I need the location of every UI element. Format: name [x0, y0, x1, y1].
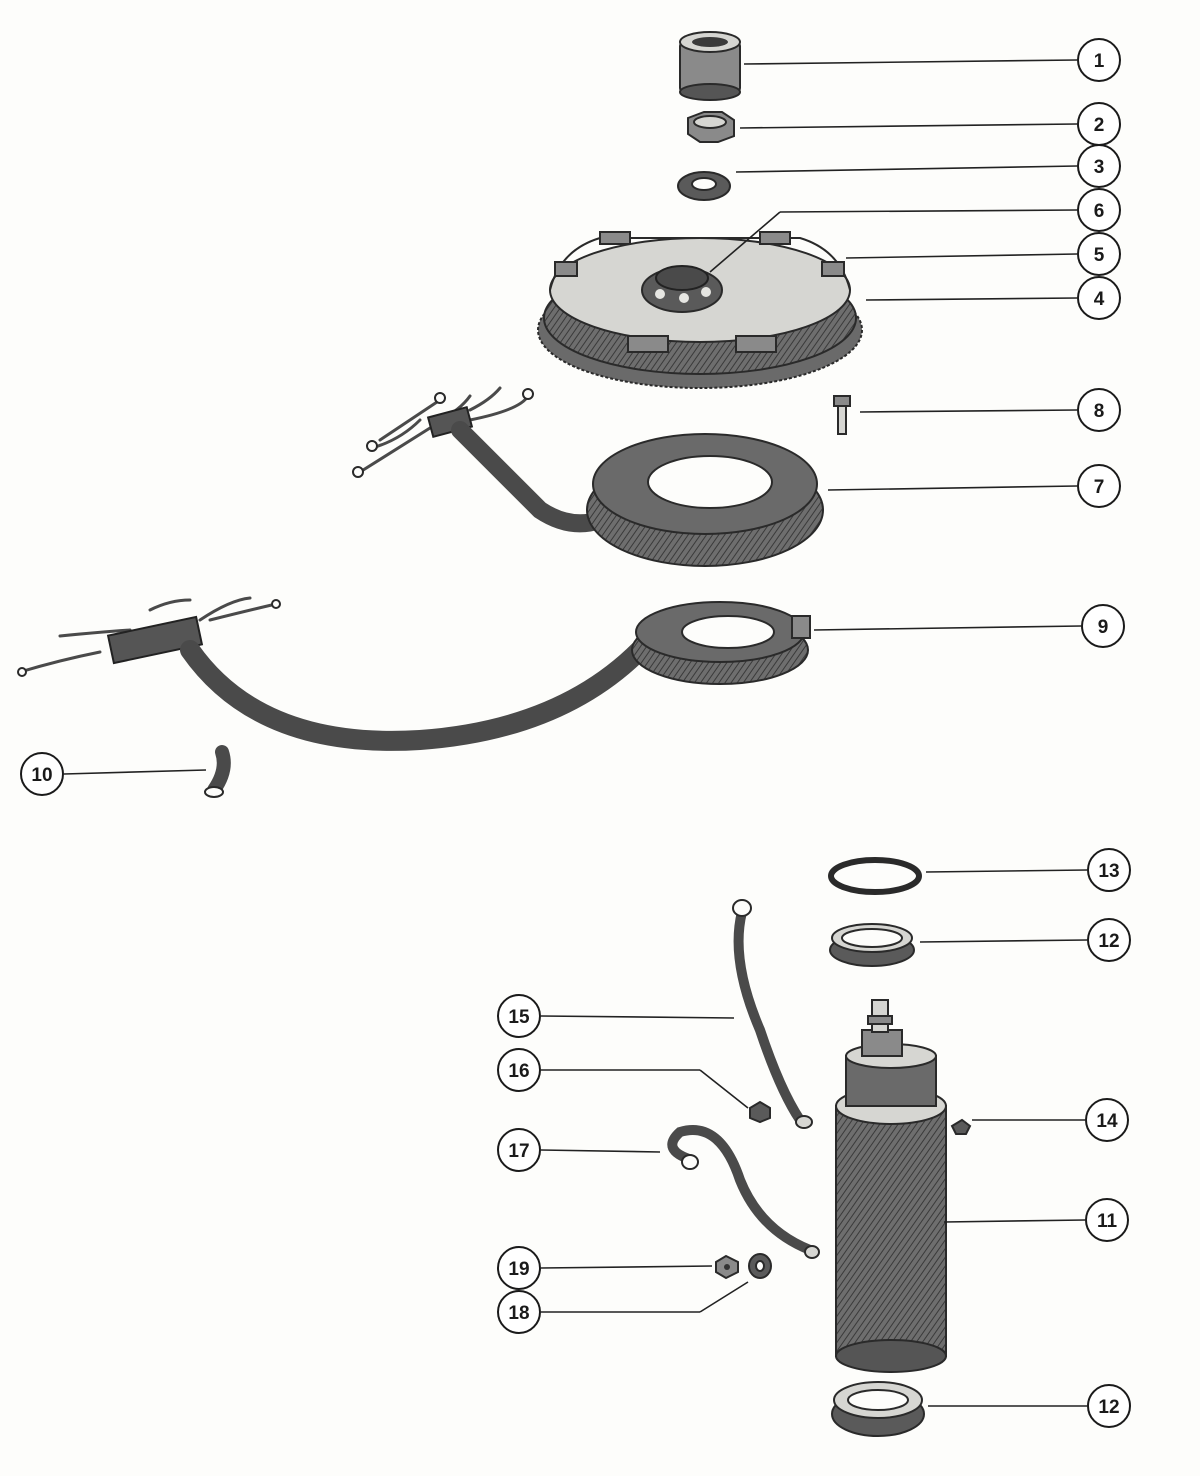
part-9-trigger — [17, 596, 811, 751]
part-7-stator — [352, 386, 824, 567]
part-13-o-ring — [828, 857, 922, 895]
part-6-hub — [641, 265, 723, 313]
part-17-cable — [667, 1125, 820, 1259]
callout-number: 18 — [508, 1303, 529, 1324]
part-15-cable — [732, 899, 813, 1129]
callout-7: 7 — [827, 464, 1121, 508]
callout-number: 5 — [1094, 245, 1105, 266]
callout-number: 15 — [508, 1007, 530, 1028]
callout-19: 19 — [497, 1246, 713, 1290]
part-12-end-cap-lower — [831, 1381, 925, 1437]
part-19-nut — [715, 1254, 739, 1280]
callout-number: 6 — [1094, 201, 1105, 222]
callout-number: 16 — [508, 1061, 529, 1082]
callout-number: 12 — [1098, 1397, 1119, 1418]
callout-number: 7 — [1094, 477, 1105, 498]
callout-9: 9 — [813, 604, 1125, 648]
callout-15: 15 — [497, 994, 735, 1038]
callout-8: 8 — [859, 388, 1121, 432]
callout-number: 13 — [1098, 861, 1119, 882]
callout-number: 11 — [1097, 1211, 1118, 1232]
callout-6: 6 — [709, 188, 1121, 273]
callout-2: 2 — [739, 102, 1121, 146]
callout-13: 13 — [925, 848, 1131, 892]
part-18-washer — [748, 1253, 772, 1279]
callout-number: 4 — [1094, 289, 1105, 310]
callout-number: 8 — [1094, 401, 1105, 422]
part-16-nut — [749, 1100, 771, 1124]
callout-3: 3 — [735, 144, 1121, 188]
callout-4: 4 — [865, 276, 1121, 320]
part-12-end-cap-upper — [829, 923, 915, 967]
callout-number: 12 — [1098, 931, 1119, 952]
callout-18: 18 — [497, 1281, 749, 1334]
callout-number: 10 — [31, 765, 52, 786]
callout-number: 14 — [1096, 1111, 1118, 1132]
callout-14: 14 — [972, 1098, 1129, 1142]
part-14-screw — [950, 1118, 972, 1135]
callout-number: 1 — [1094, 51, 1105, 72]
callout-12-upper: 12 — [919, 918, 1131, 962]
part-11-starter-motor — [835, 999, 947, 1373]
callout-number: 19 — [508, 1259, 529, 1280]
callout-number: 9 — [1098, 617, 1109, 638]
callout-number: 17 — [508, 1141, 529, 1162]
callout-17: 17 — [497, 1128, 661, 1172]
callout-number: 3 — [1094, 157, 1105, 178]
part-3-washer — [677, 171, 731, 201]
callout-16: 16 — [497, 1048, 749, 1109]
part-8-screw — [833, 395, 851, 435]
part-10-boot — [204, 745, 231, 798]
callout-number: 2 — [1094, 115, 1105, 136]
callout-layer: 1 2 3 6 5 4 — [20, 38, 1131, 1428]
part-1-cap — [679, 31, 741, 101]
callout-10: 10 — [20, 752, 207, 796]
callout-12-lower: 12 — [928, 1384, 1131, 1428]
part-2-nut — [687, 111, 735, 143]
callout-1: 1 — [743, 38, 1121, 82]
callout-11: 11 — [943, 1198, 1129, 1242]
callout-5: 5 — [845, 232, 1121, 276]
